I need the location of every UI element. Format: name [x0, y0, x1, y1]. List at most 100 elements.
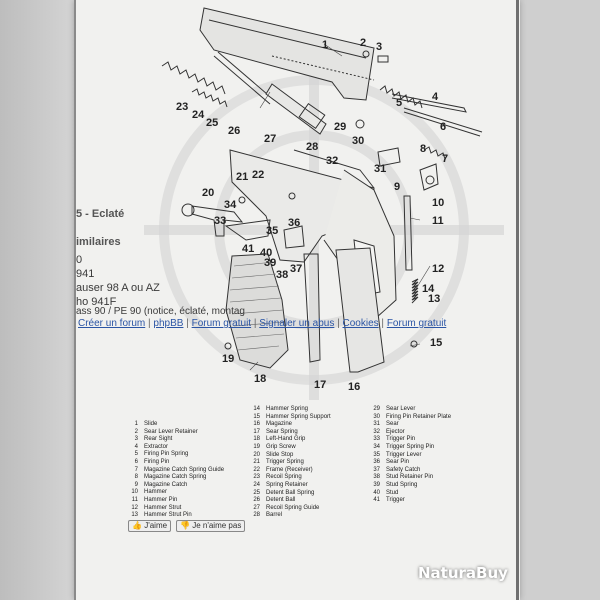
legend-part-name: Firing Pin Retainer Plate	[386, 413, 452, 420]
legend-part-number: 5	[134, 451, 138, 458]
legend-part-name: Frame (Receiver)	[266, 466, 313, 473]
callout-17: 17	[314, 379, 326, 391]
callout-31: 31	[374, 163, 386, 175]
legend-part-number: 20	[253, 451, 260, 458]
legend-part-number: 39	[373, 481, 380, 488]
callout-36: 36	[288, 217, 300, 229]
legend-row: 25 Detent Ball Spring	[246, 490, 331, 498]
legend-row: 33 Trigger Pin	[366, 436, 451, 444]
link-separator: |	[253, 318, 260, 329]
legend-part-name: Rear Sight	[144, 436, 173, 443]
link-separator: |	[186, 318, 192, 329]
legend-part-number: 7	[134, 466, 138, 473]
dislike-button[interactable]: 👎 Je n'aime pas	[176, 520, 246, 532]
report-abuse-link[interactable]: Signaler un abus	[259, 318, 335, 329]
legend-part-number: 36	[373, 459, 380, 466]
legend-row: 36 Sear Pin	[366, 459, 451, 467]
link-separator: |	[148, 318, 154, 329]
callout-5: 5	[396, 97, 402, 109]
legend-row: 14 Hammer Spring	[246, 406, 331, 414]
legend-part-number: 2	[134, 428, 138, 435]
legend-part-number: 29	[373, 406, 380, 412]
legend-part-number: 33	[373, 436, 380, 443]
callout-27: 27	[264, 133, 276, 145]
callout-16: 16	[348, 381, 360, 393]
legend-part-number: 3	[134, 436, 138, 443]
legend-row: 5 Firing Pin Spring	[124, 451, 224, 459]
similar-item-5[interactable]: ass 90 / PE 90 (notice, éclaté, montag	[76, 306, 245, 317]
legend-part-name: Detent Ball Spring	[266, 489, 315, 496]
legend-part-name: Stud Retainer Pin	[386, 474, 434, 481]
naturabuy-watermark: NaturaBuy	[418, 564, 508, 582]
legend-part-number: 1	[134, 421, 138, 427]
legend-part-number: 31	[373, 421, 380, 428]
legend-part-name: Hammer Strut	[144, 504, 182, 511]
similar-item-2[interactable]: 941	[76, 268, 95, 280]
callout-37: 37	[290, 263, 302, 275]
legend-part-number: 25	[253, 489, 260, 496]
callout-38: 38	[276, 269, 288, 281]
legend-row: 2 Sear Lever Retainer	[124, 429, 224, 437]
legend-part-number: 40	[373, 489, 380, 496]
callout-9: 9	[394, 181, 400, 193]
similar-item-3[interactable]: auser 98 A ou AZ	[76, 282, 160, 294]
thumbs-up-icon: 👍	[132, 521, 142, 530]
legend-part-name: Magazine Catch Spring	[144, 474, 207, 481]
page-edge-left	[74, 0, 76, 600]
legend-part-number: 19	[253, 443, 260, 450]
legend-part-number: 34	[373, 443, 380, 450]
similar-item-4[interactable]: ho 941F	[76, 296, 117, 308]
section-heading: 5 - Eclaté	[76, 208, 125, 220]
callout-23: 23	[176, 101, 188, 113]
free-forum-link-2[interactable]: Forum gratuit	[386, 318, 447, 329]
legend-part-name: Trigger Pin	[386, 436, 416, 443]
legend-part-name: Firing Pin Spring	[144, 451, 189, 458]
callout-6: 6	[440, 121, 446, 133]
legend-part-name: Sear Pin	[386, 459, 410, 466]
legend-part-number: 37	[373, 466, 380, 473]
legend-part-name: Sear Lever Retainer	[144, 428, 198, 435]
similar-topics-heading: imilaires	[76, 236, 121, 248]
callout-7: 7	[442, 153, 448, 165]
legend-part-number: 38	[373, 474, 380, 481]
legend-part-name: Hammer Spring Support	[266, 413, 331, 420]
phpbb-link[interactable]: phpBB	[153, 318, 184, 329]
cookies-link[interactable]: Cookies	[342, 318, 379, 329]
callout-2: 2	[360, 37, 366, 49]
legend-part-number: 14	[253, 406, 260, 412]
page-edge-right	[516, 0, 519, 600]
callout-21: 21	[236, 171, 248, 183]
legend-part-number: 4	[134, 443, 138, 450]
free-forum-link[interactable]: Forum gratuit	[191, 318, 252, 329]
like-button[interactable]: 👍 J'aime	[128, 520, 172, 532]
callout-4: 4	[432, 91, 439, 103]
legend-part-name: Left-Hand Grip	[266, 436, 306, 443]
exploded-view-diagram: 1 2 3 4 5 6 7 8 9 10 11 12 13 14 15 16 1…	[144, 7, 504, 400]
similar-item-1[interactable]: 0	[76, 254, 83, 266]
create-forum-link[interactable]: Créer un forum	[78, 318, 146, 329]
legend-part-name: Hammer Spring	[266, 406, 309, 412]
background-left	[0, 0, 80, 600]
legend-part-number: 8	[134, 474, 138, 481]
legend-part-number: 23	[253, 474, 260, 481]
